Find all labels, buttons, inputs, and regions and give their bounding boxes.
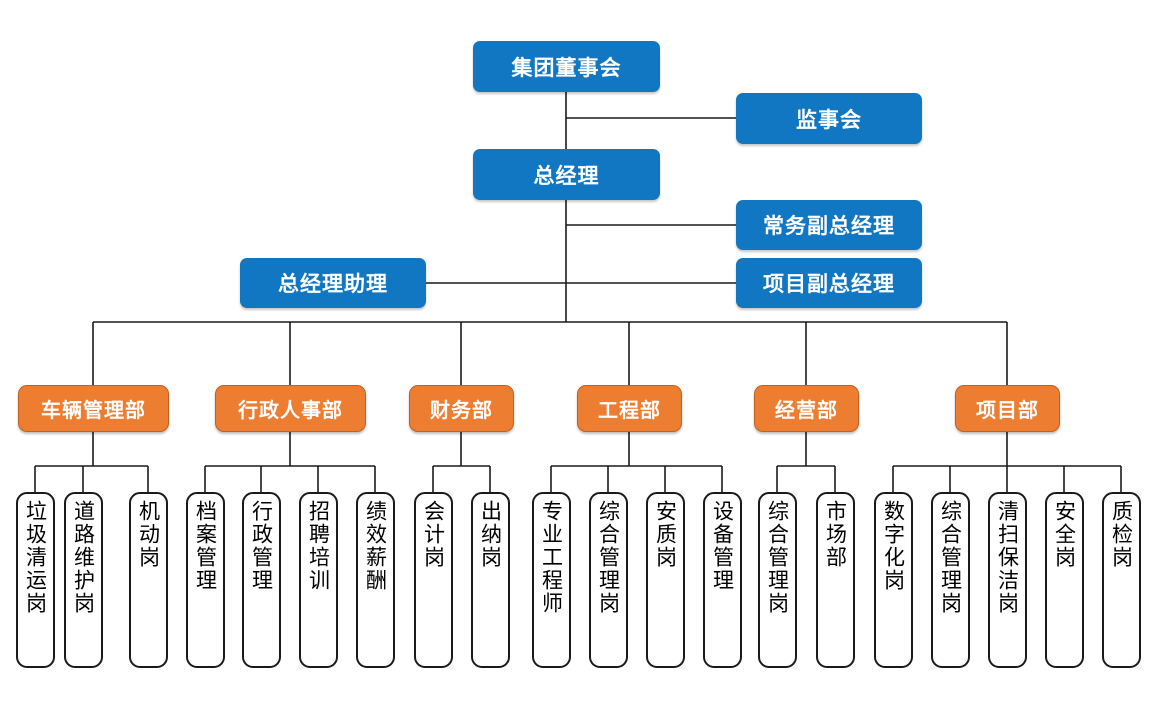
node-label: 安全岗: [1052, 500, 1077, 569]
node-label: 设备管理: [710, 500, 735, 592]
node-position-cashier[interactable]: 出纳岗: [471, 492, 510, 668]
node-label: 招聘培训: [306, 500, 331, 592]
node-position-cleaning-sanitation[interactable]: 清扫保洁岗: [988, 492, 1027, 668]
node-label: 安质岗: [653, 500, 678, 569]
node-department-vehicle-management[interactable]: 车辆管理部: [18, 385, 169, 432]
node-label: 机动岗: [136, 500, 161, 569]
node-supervisory-board[interactable]: 监事会: [736, 93, 922, 144]
node-label: 出纳岗: [478, 500, 503, 569]
node-position-professional-engineer[interactable]: 专业工程师: [532, 492, 571, 668]
node-position-engineering-general-management[interactable]: 综合管理岗: [589, 492, 628, 668]
node-position-quality-inspection[interactable]: 质检岗: [1102, 492, 1141, 668]
node-position-road-maintenance[interactable]: 道路维护岗: [64, 492, 103, 668]
node-label: 档案管理: [193, 500, 218, 592]
node-position-waste-transport[interactable]: 垃圾清运岗: [16, 492, 55, 668]
node-label: 财务部: [430, 400, 493, 422]
node-position-marketing[interactable]: 市场部: [816, 492, 855, 668]
node-position-admin-management[interactable]: 行政管理: [242, 492, 281, 668]
node-label: 综合管理岗: [938, 500, 963, 615]
node-label: 工程部: [598, 400, 661, 422]
node-label: 市场部: [823, 500, 848, 569]
node-label: 常务副总经理: [763, 215, 895, 238]
node-department-finance[interactable]: 财务部: [409, 385, 514, 432]
node-department-admin-hr[interactable]: 行政人事部: [215, 385, 366, 432]
node-position-equipment-management[interactable]: 设备管理: [703, 492, 742, 668]
node-position-safety-quality[interactable]: 安质岗: [646, 492, 685, 668]
node-label: 行政人事部: [238, 400, 343, 422]
node-general-manager-assistant[interactable]: 总经理助理: [240, 258, 426, 308]
node-label: 清扫保洁岗: [995, 500, 1020, 615]
node-label: 总经理助理: [278, 273, 388, 296]
node-label: 项目部: [976, 400, 1039, 422]
node-label: 垃圾清运岗: [23, 500, 48, 615]
node-executive-deputy-general-manager[interactable]: 常务副总经理: [736, 200, 922, 250]
node-position-archive-management[interactable]: 档案管理: [186, 492, 225, 668]
node-position-accounting[interactable]: 会计岗: [414, 492, 453, 668]
node-label: 专业工程师: [539, 500, 564, 615]
node-label: 车辆管理部: [41, 400, 146, 422]
node-label: 绩效薪酬: [363, 500, 388, 592]
node-department-project[interactable]: 项目部: [955, 385, 1060, 432]
node-board-of-directors[interactable]: 集团董事会: [473, 41, 660, 92]
node-position-recruitment-training[interactable]: 招聘培训: [299, 492, 338, 668]
node-label: 综合管理岗: [596, 500, 621, 615]
node-department-engineering[interactable]: 工程部: [577, 385, 682, 432]
node-project-deputy-general-manager[interactable]: 项目副总经理: [736, 258, 922, 308]
node-position-performance-compensation[interactable]: 绩效薪酬: [356, 492, 395, 668]
node-position-mobile-duty[interactable]: 机动岗: [129, 492, 168, 668]
node-label: 道路维护岗: [71, 500, 96, 615]
node-position-project-general-management[interactable]: 综合管理岗: [931, 492, 970, 668]
node-position-operations-general-management[interactable]: 综合管理岗: [758, 492, 797, 668]
node-label: 集团董事会: [511, 56, 622, 80]
node-label: 数字化岗: [881, 500, 906, 592]
node-general-manager[interactable]: 总经理: [473, 149, 660, 200]
node-label: 监事会: [796, 108, 862, 132]
node-department-operations[interactable]: 经营部: [754, 385, 859, 432]
node-label: 会计岗: [421, 500, 446, 569]
node-label: 总经理: [533, 164, 600, 188]
node-label: 综合管理岗: [765, 500, 790, 615]
node-label: 质检岗: [1109, 500, 1134, 569]
node-label: 行政管理: [249, 500, 274, 592]
node-position-safety[interactable]: 安全岗: [1045, 492, 1084, 668]
node-position-digitalization[interactable]: 数字化岗: [874, 492, 913, 668]
node-label: 经营部: [775, 400, 838, 422]
node-label: 项目副总经理: [763, 273, 895, 296]
